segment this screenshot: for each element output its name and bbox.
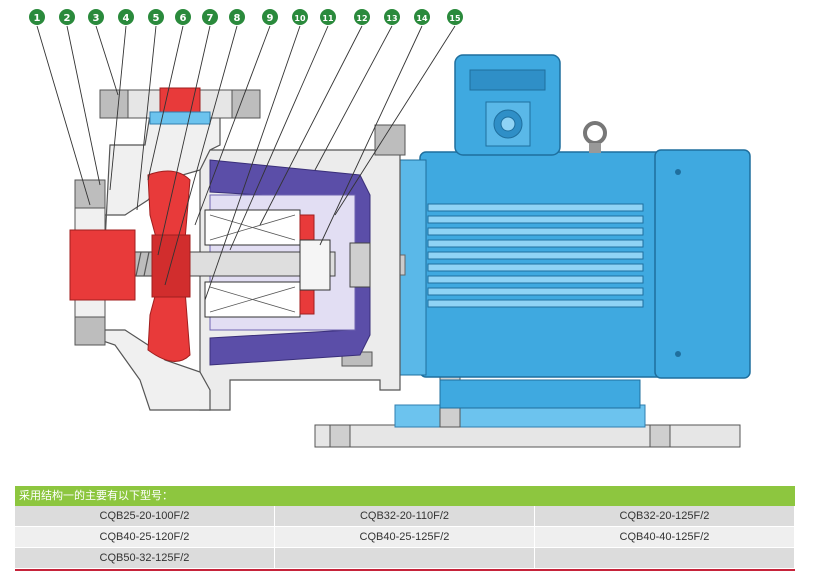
svg-text:7: 7: [207, 13, 214, 24]
model-list: 采用结构一的主要有以下型号： CQB25-20-100F/2 CQB32-20-…: [15, 486, 795, 571]
pump-casing: [69, 87, 261, 411]
svg-text:2: 2: [64, 13, 71, 24]
svg-text:4: 4: [123, 13, 130, 24]
motor: [397, 54, 751, 409]
svg-text:6: 6: [180, 13, 187, 24]
svg-text:5: 5: [153, 13, 160, 24]
callout-2: 2: [59, 9, 75, 25]
callout-8: 8: [229, 9, 245, 25]
inner-magnet-rotor: [204, 209, 315, 318]
callout-14: 14: [414, 9, 430, 25]
callout-15: 15: [447, 9, 463, 25]
impeller: [147, 170, 191, 362]
pump-diagram: 1 2 3 4 5 6 7 8 9 10 11 12 13 14 15: [29, 9, 751, 448]
callout-11: 11: [320, 9, 336, 25]
callout-5: 5: [148, 9, 164, 25]
callout-9: 9: [262, 9, 278, 25]
callout-10: 10: [292, 9, 308, 25]
bottom-divider: [15, 569, 795, 571]
callout-3: 3: [88, 9, 104, 25]
svg-text:3: 3: [93, 13, 100, 24]
svg-text:12: 12: [356, 14, 367, 23]
motor-fins: [427, 203, 644, 308]
model-cell: CQB32-20-110F/2: [275, 506, 535, 527]
callout-4: 4: [118, 9, 134, 25]
callout-1: 1: [29, 9, 45, 25]
model-cell: CQB32-20-125F/2: [535, 506, 795, 527]
svg-text:10: 10: [294, 14, 306, 23]
rear-seal: [349, 242, 371, 288]
svg-text:15: 15: [449, 14, 461, 23]
callout-6: 6: [175, 9, 191, 25]
model-grid: CQB25-20-100F/2 CQB32-20-110F/2 CQB32-20…: [15, 506, 795, 569]
callout-7: 7: [202, 9, 218, 25]
model-cell: [535, 548, 795, 569]
model-cell: CQB25-20-100F/2: [15, 506, 275, 527]
model-cell: CQB50-32-125F/2: [15, 548, 275, 569]
svg-text:9: 9: [267, 13, 274, 24]
svg-text:11: 11: [322, 14, 334, 23]
thrust-bearing: [299, 239, 331, 291]
leader-lines: [36, 25, 456, 301]
model-cell: CQB40-40-125F/2: [535, 527, 795, 548]
svg-text:8: 8: [234, 13, 241, 24]
svg-text:13: 13: [386, 14, 397, 23]
svg-text:14: 14: [416, 14, 428, 23]
model-list-header: 采用结构一的主要有以下型号：: [15, 486, 795, 506]
model-cell: CQB40-25-125F/2: [275, 527, 535, 548]
svg-text:1: 1: [34, 13, 41, 24]
callout-13: 13: [384, 9, 400, 25]
model-cell: CQB40-25-120F/2: [15, 527, 275, 548]
callout-12: 12: [354, 9, 370, 25]
model-cell: [275, 548, 535, 569]
